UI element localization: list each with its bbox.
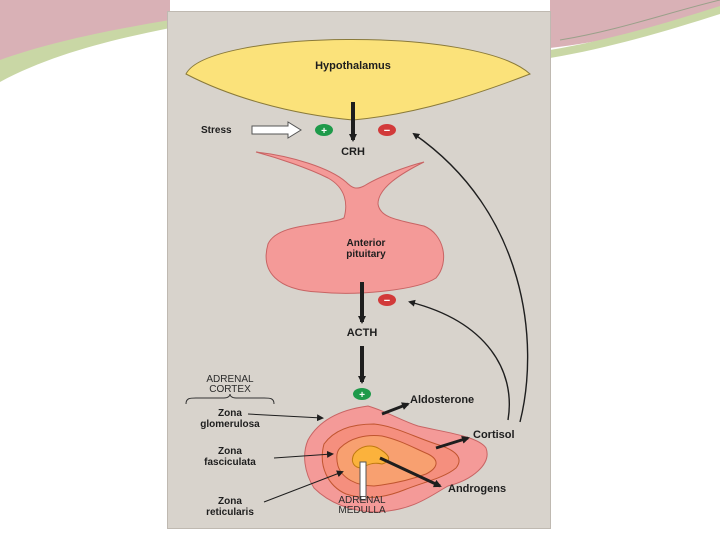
top-right-line <box>559 0 720 41</box>
hpa-axis-diagram: Hypothalamus Stress + − CRH Anterior pit… <box>185 39 531 518</box>
crh-plus-badge <box>315 124 333 136</box>
adrenal-cortex-label-line1: ADRENAL <box>206 374 254 385</box>
hypothalamus-shape <box>185 39 531 121</box>
crh-minus-badge <box>378 124 396 136</box>
top-right-swoosh <box>550 0 720 48</box>
top-right-swoosh-green <box>550 6 720 58</box>
crh-label: CRH <box>341 146 365 158</box>
anterior-pituitary-label-line2: pituitary <box>346 249 386 260</box>
adrenal-medulla-pointer <box>359 461 367 501</box>
zona-glomerulosa-pointer <box>247 413 324 422</box>
zona-fasciculata-label-line1: Zona <box>218 446 242 457</box>
acth-minus-sign: − <box>384 295 390 307</box>
adrenal-medulla-label-line2: MEDULLA <box>338 505 386 516</box>
adrenal-medulla-label-line1: ADRENAL <box>338 495 386 506</box>
adrenal-plus-sign: + <box>359 390 365 401</box>
cortisol-arrow <box>435 435 470 450</box>
stress-arrow <box>251 121 302 139</box>
hpa-axis-figure: Hypothalamus Stress + − CRH Anterior pit… <box>168 12 550 528</box>
aldosterone-label: Aldosterone <box>410 394 474 406</box>
zona-reticularis-pointer <box>263 470 344 503</box>
zona-glomerulosa-label-line1: Zona <box>218 408 242 419</box>
top-left-swoosh-green <box>0 20 170 82</box>
cortisol-label: Cortisol <box>473 429 515 441</box>
anterior-pituitary-shape <box>255 151 445 294</box>
cortisol-feedback-to-pituitary <box>408 299 510 421</box>
hypothalamus-label: Hypothalamus <box>315 60 391 72</box>
androgens-label: Androgens <box>448 483 506 495</box>
crh-plus-sign: + <box>321 126 327 137</box>
zona-glomerulosa-label-line2: glomerulosa <box>200 419 260 430</box>
zona-reticularis-label-line1: Zona <box>218 496 242 507</box>
adrenal-plus-badge <box>353 388 371 400</box>
adrenal-cortex-brace <box>185 393 275 405</box>
cortisol-feedback-to-hypothalamus <box>412 132 529 423</box>
zona-fasciculata-label-line2: fasciculata <box>204 457 256 468</box>
adrenal-cortex-label-line2: CORTEX <box>209 384 251 395</box>
acth-minus-badge <box>378 294 396 306</box>
acth-label: ACTH <box>347 327 378 339</box>
zona-fasciculata-pointer <box>273 450 334 459</box>
anterior-pituitary-label-line1: Anterior <box>347 238 386 249</box>
crh-minus-sign: − <box>384 125 390 137</box>
androgens-arrow <box>379 456 442 488</box>
aldosterone-arrow <box>381 402 410 416</box>
zona-reticularis-label-line2: reticularis <box>206 507 254 518</box>
stress-label: Stress <box>201 125 232 136</box>
